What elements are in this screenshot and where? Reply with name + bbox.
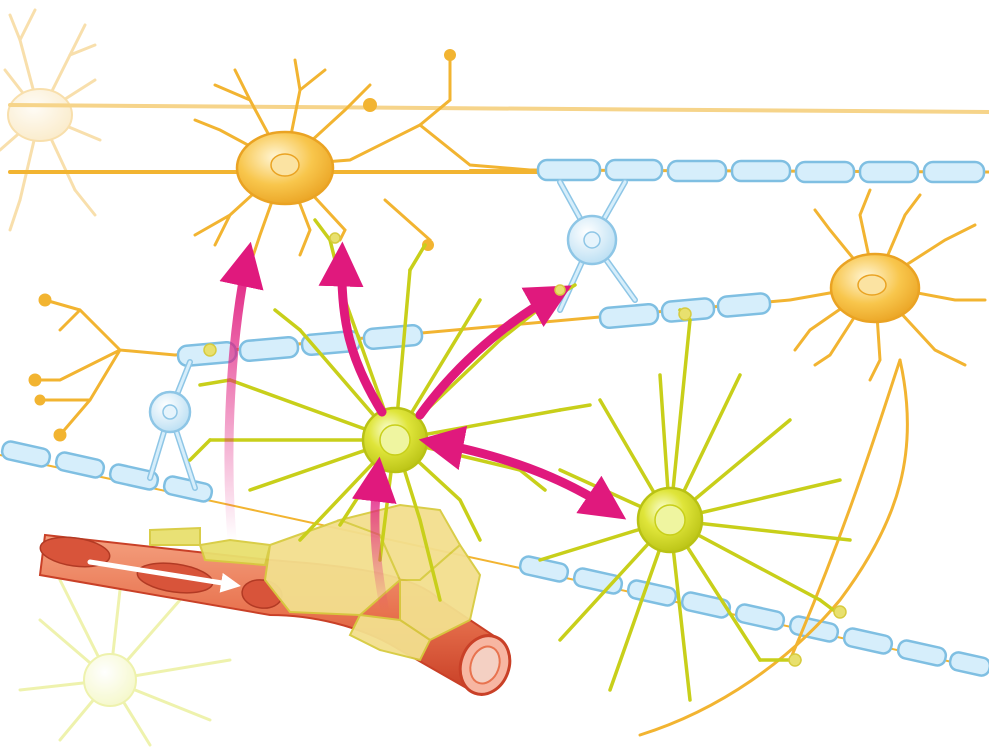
- axon-top: [10, 105, 989, 112]
- astrocyte-right: [540, 310, 850, 700]
- neuron-top: [195, 49, 530, 265]
- arrow-vessel-to-neuron: [229, 255, 248, 540]
- oligodendrocyte-upper: [560, 182, 635, 310]
- faded-astrocyte-bottom-left: [20, 580, 230, 745]
- oligodendrocyte-left: [150, 362, 195, 488]
- faded-neuron-top-left: [0, 10, 100, 230]
- myelin-sheath-upper: [530, 160, 989, 182]
